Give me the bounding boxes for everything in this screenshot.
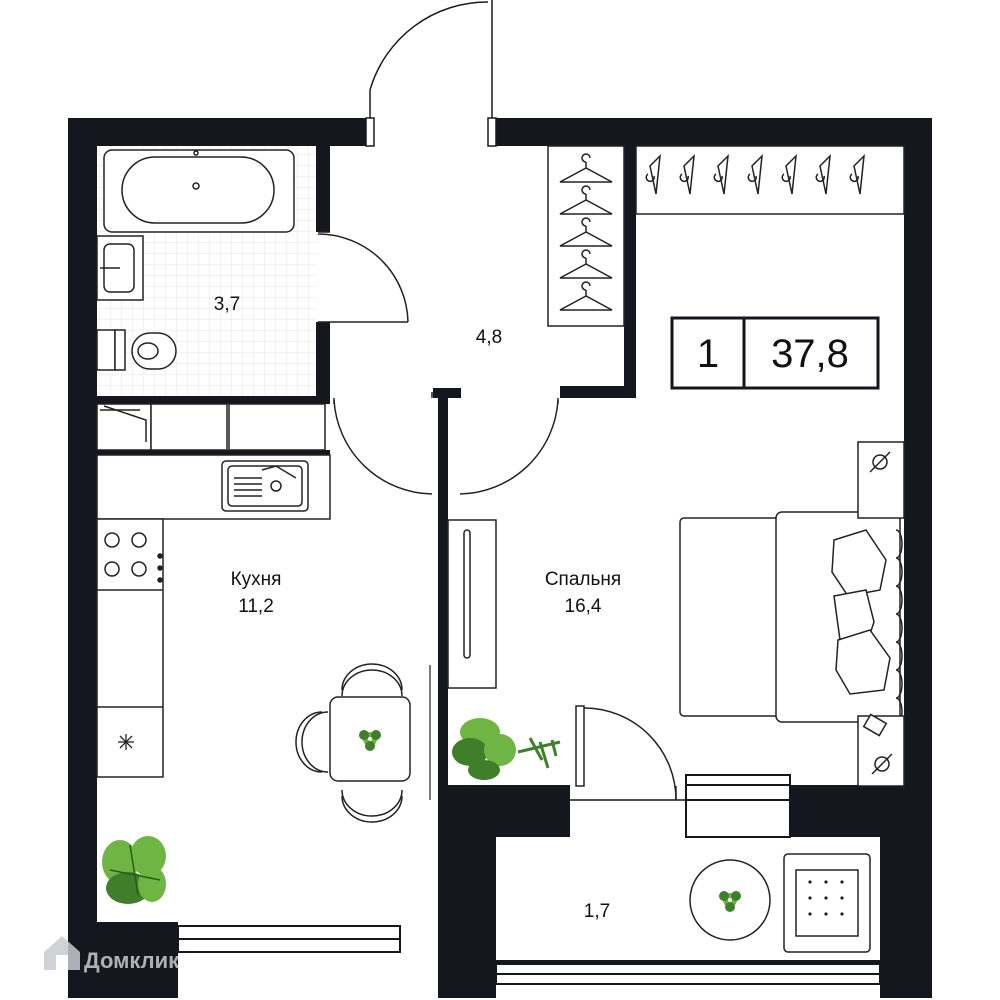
kitchen-sink bbox=[221, 460, 309, 512]
kitchen-name: Кухня bbox=[231, 569, 282, 590]
bedroom-name: Спальня bbox=[545, 569, 621, 590]
toilet bbox=[96, 329, 177, 371]
bathtub bbox=[103, 149, 295, 233]
kitchen-counter-side bbox=[96, 518, 164, 778]
walls bbox=[68, 118, 932, 998]
bedroom-wardrobe bbox=[635, 145, 905, 215]
total-area: 37,8 bbox=[771, 332, 849, 376]
hall-door-right bbox=[459, 398, 559, 495]
bathroom-area: 3,7 bbox=[214, 294, 240, 315]
bedroom-area: 16,4 bbox=[565, 596, 602, 617]
tv-stand bbox=[447, 519, 497, 689]
balcony-area: 1,7 bbox=[584, 901, 610, 922]
balcony-armchair bbox=[783, 853, 871, 953]
kitchen-plant-icon bbox=[102, 836, 166, 904]
hallway-area: 4,8 bbox=[476, 327, 502, 348]
table-plant-icon bbox=[359, 730, 381, 751]
watermark: Домклик bbox=[44, 936, 180, 973]
dining-table bbox=[295, 663, 411, 823]
bedroom-plant-icon bbox=[452, 718, 561, 780]
nightstand-bottom bbox=[857, 713, 905, 787]
watermark-house-icon bbox=[44, 936, 80, 970]
balcony-door bbox=[575, 705, 677, 801]
storage-cabinets bbox=[96, 403, 326, 451]
double-bed bbox=[679, 511, 903, 727]
watermark-text: Домклик bbox=[84, 948, 180, 973]
hall-door-left bbox=[333, 392, 433, 495]
info-box: 1 37,8 bbox=[670, 316, 880, 390]
kitchen-area: 11,2 bbox=[238, 596, 274, 617]
windows bbox=[177, 774, 881, 985]
rooms-count: 1 bbox=[697, 332, 719, 376]
hallway-wardrobe bbox=[547, 145, 625, 327]
entrance-door bbox=[365, 0, 497, 147]
fridge-snowflake-icon bbox=[118, 734, 134, 750]
nightstand-top bbox=[857, 441, 905, 519]
balcony-plant-icon bbox=[719, 891, 741, 912]
cooktop bbox=[104, 532, 163, 583]
bathroom-sink bbox=[96, 235, 144, 301]
bathroom-door bbox=[317, 231, 409, 323]
